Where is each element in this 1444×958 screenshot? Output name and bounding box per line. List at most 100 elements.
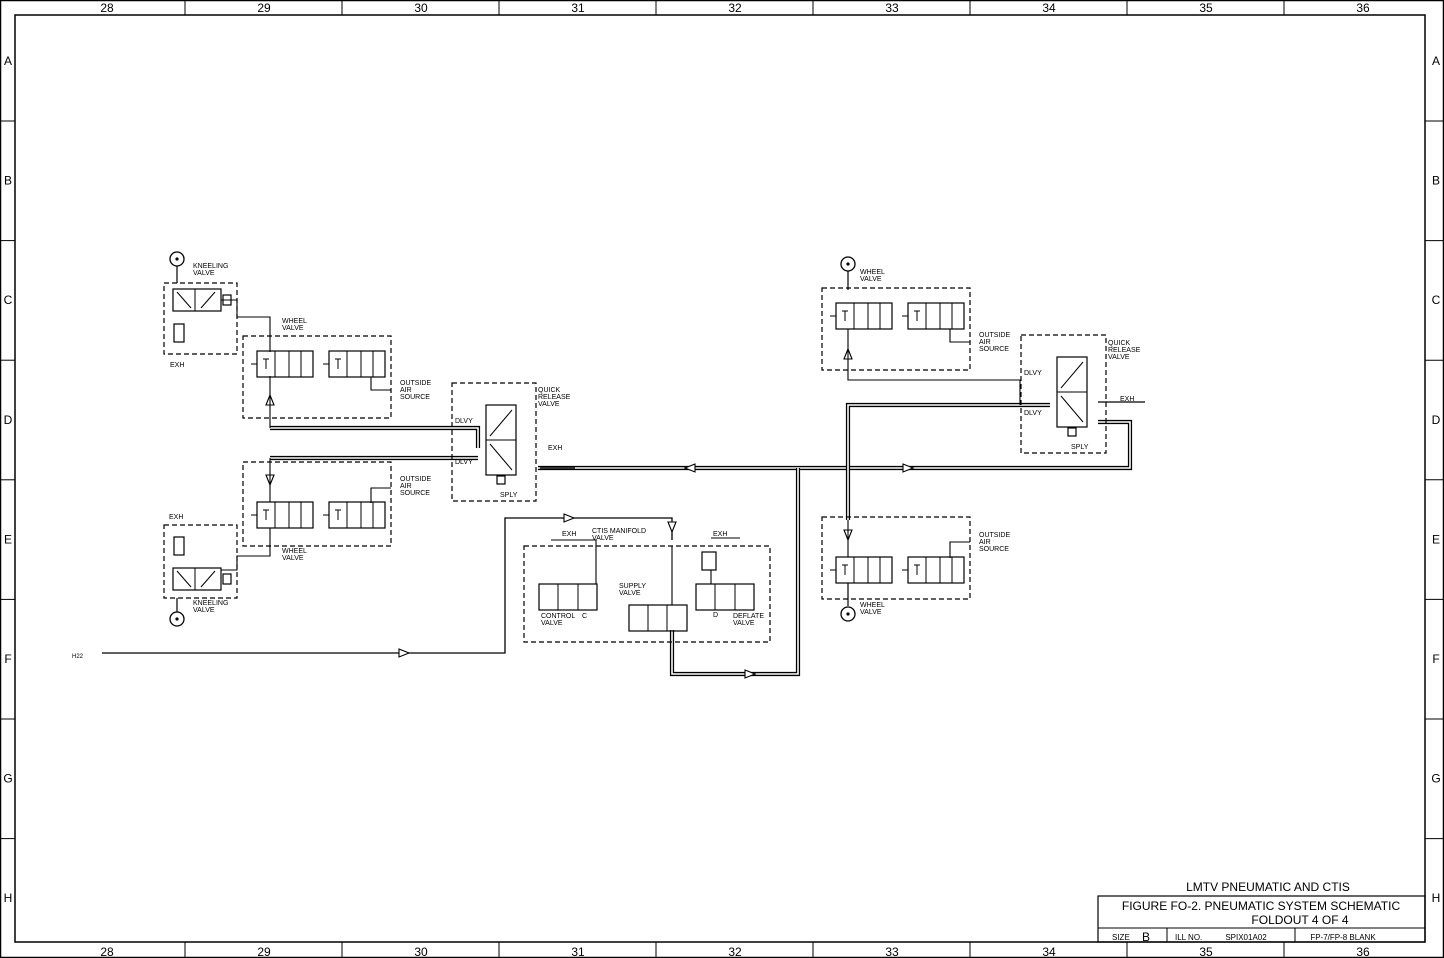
text-line: EXH xyxy=(562,531,576,538)
zone-column-label: 33 xyxy=(885,1,899,15)
size-label: SIZE xyxy=(1112,933,1130,942)
gauge-center xyxy=(846,612,850,616)
wheel-valve-housing xyxy=(821,287,971,371)
components xyxy=(163,251,1107,643)
text-line: AIR xyxy=(979,539,991,546)
flow-diagonal xyxy=(489,443,513,471)
text-line: VALVE xyxy=(282,555,304,562)
text-line: VALVE xyxy=(193,270,215,277)
right-upper-dlvy-pipe-core xyxy=(847,404,1050,468)
zone-row-label: C xyxy=(4,293,13,307)
title-block-frame xyxy=(1097,895,1426,943)
outside-air-line xyxy=(949,541,970,558)
zone-row-label: F xyxy=(1432,652,1439,666)
text-line: QUICK xyxy=(538,387,561,394)
text-line: VALVE xyxy=(860,609,882,616)
text-line: CTIS MANIFOLD xyxy=(592,528,646,535)
text-line: AIR xyxy=(400,387,412,394)
zone-row-label: G xyxy=(3,772,12,786)
ill-no-label: ILL NO. xyxy=(1175,933,1202,942)
zone-column-label: 32 xyxy=(728,945,742,958)
foldout-label: FOLDOUT 4 OF 4 xyxy=(1251,913,1348,927)
text-line: SOURCE xyxy=(400,394,430,401)
zone-row-label: B xyxy=(1432,174,1440,188)
zone-column-label: 35 xyxy=(1199,945,1213,958)
valve-block xyxy=(172,567,222,591)
ctis-return-pipe xyxy=(669,468,801,677)
zone-column-label: 28 xyxy=(100,1,114,15)
flow-diagonal xyxy=(176,570,192,588)
gauge-center xyxy=(846,262,850,266)
zone-row-label: F xyxy=(4,652,11,666)
text-line: H22 xyxy=(72,654,84,660)
zone-row-label: H xyxy=(1432,891,1441,905)
h22-label: H22 xyxy=(72,654,84,660)
figure-caption: FIGURE FO-2. PNEUMATIC SYSTEM SCHEMATIC xyxy=(1122,899,1401,913)
zone-column-label: 33 xyxy=(885,945,899,958)
text-line: KNEELING xyxy=(193,263,228,270)
zone-row-label: G xyxy=(1431,772,1440,786)
text-line: VALVE xyxy=(733,620,755,627)
wheel-valve-housing xyxy=(821,516,971,600)
valve-block xyxy=(256,501,314,529)
size-value: B xyxy=(1142,930,1150,944)
text-line: EXH xyxy=(169,514,183,521)
port-c-label: C xyxy=(582,613,587,620)
page-number: FP-7/FP-8 BLANK xyxy=(1310,933,1376,942)
port-d-label: D xyxy=(713,612,718,619)
text-line: DEFLATE xyxy=(733,613,764,620)
zone-column-label: 31 xyxy=(571,945,585,958)
text-line: EXH xyxy=(713,531,727,538)
text-line: VALVE xyxy=(193,607,215,614)
inner-border xyxy=(14,14,1426,943)
wheel-valve-lower-right xyxy=(830,556,965,584)
flow-diagonal xyxy=(200,291,216,309)
text-line: SUPPLY xyxy=(619,583,646,590)
text-line: DLVY xyxy=(1024,370,1042,377)
zone-row-label: H xyxy=(4,891,13,905)
flow-arrow-ctis-down xyxy=(667,521,677,534)
zone-row-label: A xyxy=(4,54,12,68)
text-line: AIR xyxy=(400,483,412,490)
zone-column-label: 30 xyxy=(414,945,428,958)
text-line: WHEEL xyxy=(282,548,307,555)
zone-column-label: 36 xyxy=(1356,1,1370,15)
zone-row-label: B xyxy=(4,174,12,188)
text-line: SOURCE xyxy=(400,490,430,497)
zone-column-label: 34 xyxy=(1042,945,1056,958)
text-line: DLVY xyxy=(1024,410,1042,417)
zone-row-label: A xyxy=(1432,54,1440,68)
text-line: VALVE xyxy=(860,276,882,283)
flow-arrow-h22 xyxy=(398,648,411,658)
text-line: D xyxy=(713,612,718,619)
dlvy-label: DLVY xyxy=(455,418,473,425)
outside-air-line xyxy=(949,329,970,343)
exh-label: EXH xyxy=(1120,396,1134,403)
text-line: OUTSIDE xyxy=(979,332,1010,339)
zone-row-label: D xyxy=(1432,413,1441,427)
exh-label: EXH xyxy=(562,531,576,538)
zone-column-label: 34 xyxy=(1042,1,1056,15)
text-line: QUICK xyxy=(1108,340,1131,347)
zone-row-label: C xyxy=(1432,293,1441,307)
flow-diagonal xyxy=(1060,361,1084,389)
valve-block xyxy=(907,302,965,330)
wheel-valve-housing xyxy=(242,335,392,419)
text-line: WHEEL xyxy=(860,602,885,609)
flow-diagonal xyxy=(176,291,192,309)
zone-row-label: D xyxy=(4,413,13,427)
text-line: VALVE xyxy=(541,620,563,627)
text-line: DLVY xyxy=(455,418,473,425)
wheel-valve-upper-left xyxy=(251,350,386,378)
